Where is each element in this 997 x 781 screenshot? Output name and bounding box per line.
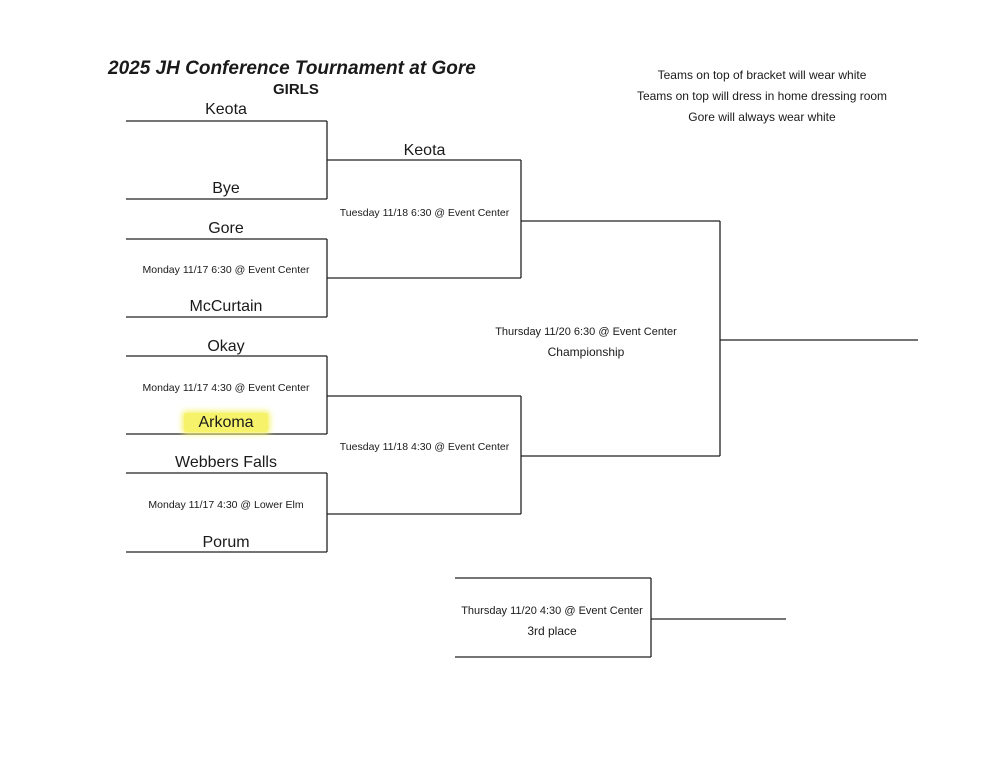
game-round2-bottom-time: Tuesday 11/18 4:30 @ Event Center <box>339 441 510 453</box>
game-okay-arkoma-time: Monday 11/17 4:30 @ Event Center <box>142 382 310 394</box>
team-keota: Keota <box>205 101 247 118</box>
note-uniform: Teams on top of bracket will wear white <box>657 68 867 82</box>
championship-time: Thursday 11/20 6:30 @ Event Center <box>495 326 677 338</box>
round2-team-keota: Keota <box>403 142 446 159</box>
championship-label: Championship <box>547 345 625 359</box>
team-porum: Porum <box>202 534 250 551</box>
team-bye: Bye <box>212 180 240 197</box>
page-subtitle: GIRLS <box>273 81 319 98</box>
game-gore-mccurtain-time: Monday 11/17 6:30 @ Event Center <box>142 264 310 276</box>
team-arkoma-container: Arkoma <box>126 413 326 432</box>
team-webbers-falls: Webbers Falls <box>175 454 277 471</box>
team-okay: Okay <box>207 338 245 355</box>
game-webbers-porum-time: Monday 11/17 4:30 @ Lower Elm <box>148 499 304 511</box>
team-gore: Gore <box>208 220 244 237</box>
third-place-time: Thursday 11/20 4:30 @ Event Center <box>461 605 643 617</box>
team-arkoma: Arkoma <box>184 413 268 432</box>
game-round2-top-time: Tuesday 11/18 6:30 @ Event Center <box>339 207 510 219</box>
note-gore-white: Gore will always wear white <box>688 110 836 124</box>
third-place-label: 3rd place <box>527 624 577 638</box>
page-title: 2025 JH Conference Tournament at Gore <box>108 58 476 79</box>
team-mccurtain: McCurtain <box>189 298 263 315</box>
note-dressing-room: Teams on top will dress in home dressing… <box>636 89 888 103</box>
